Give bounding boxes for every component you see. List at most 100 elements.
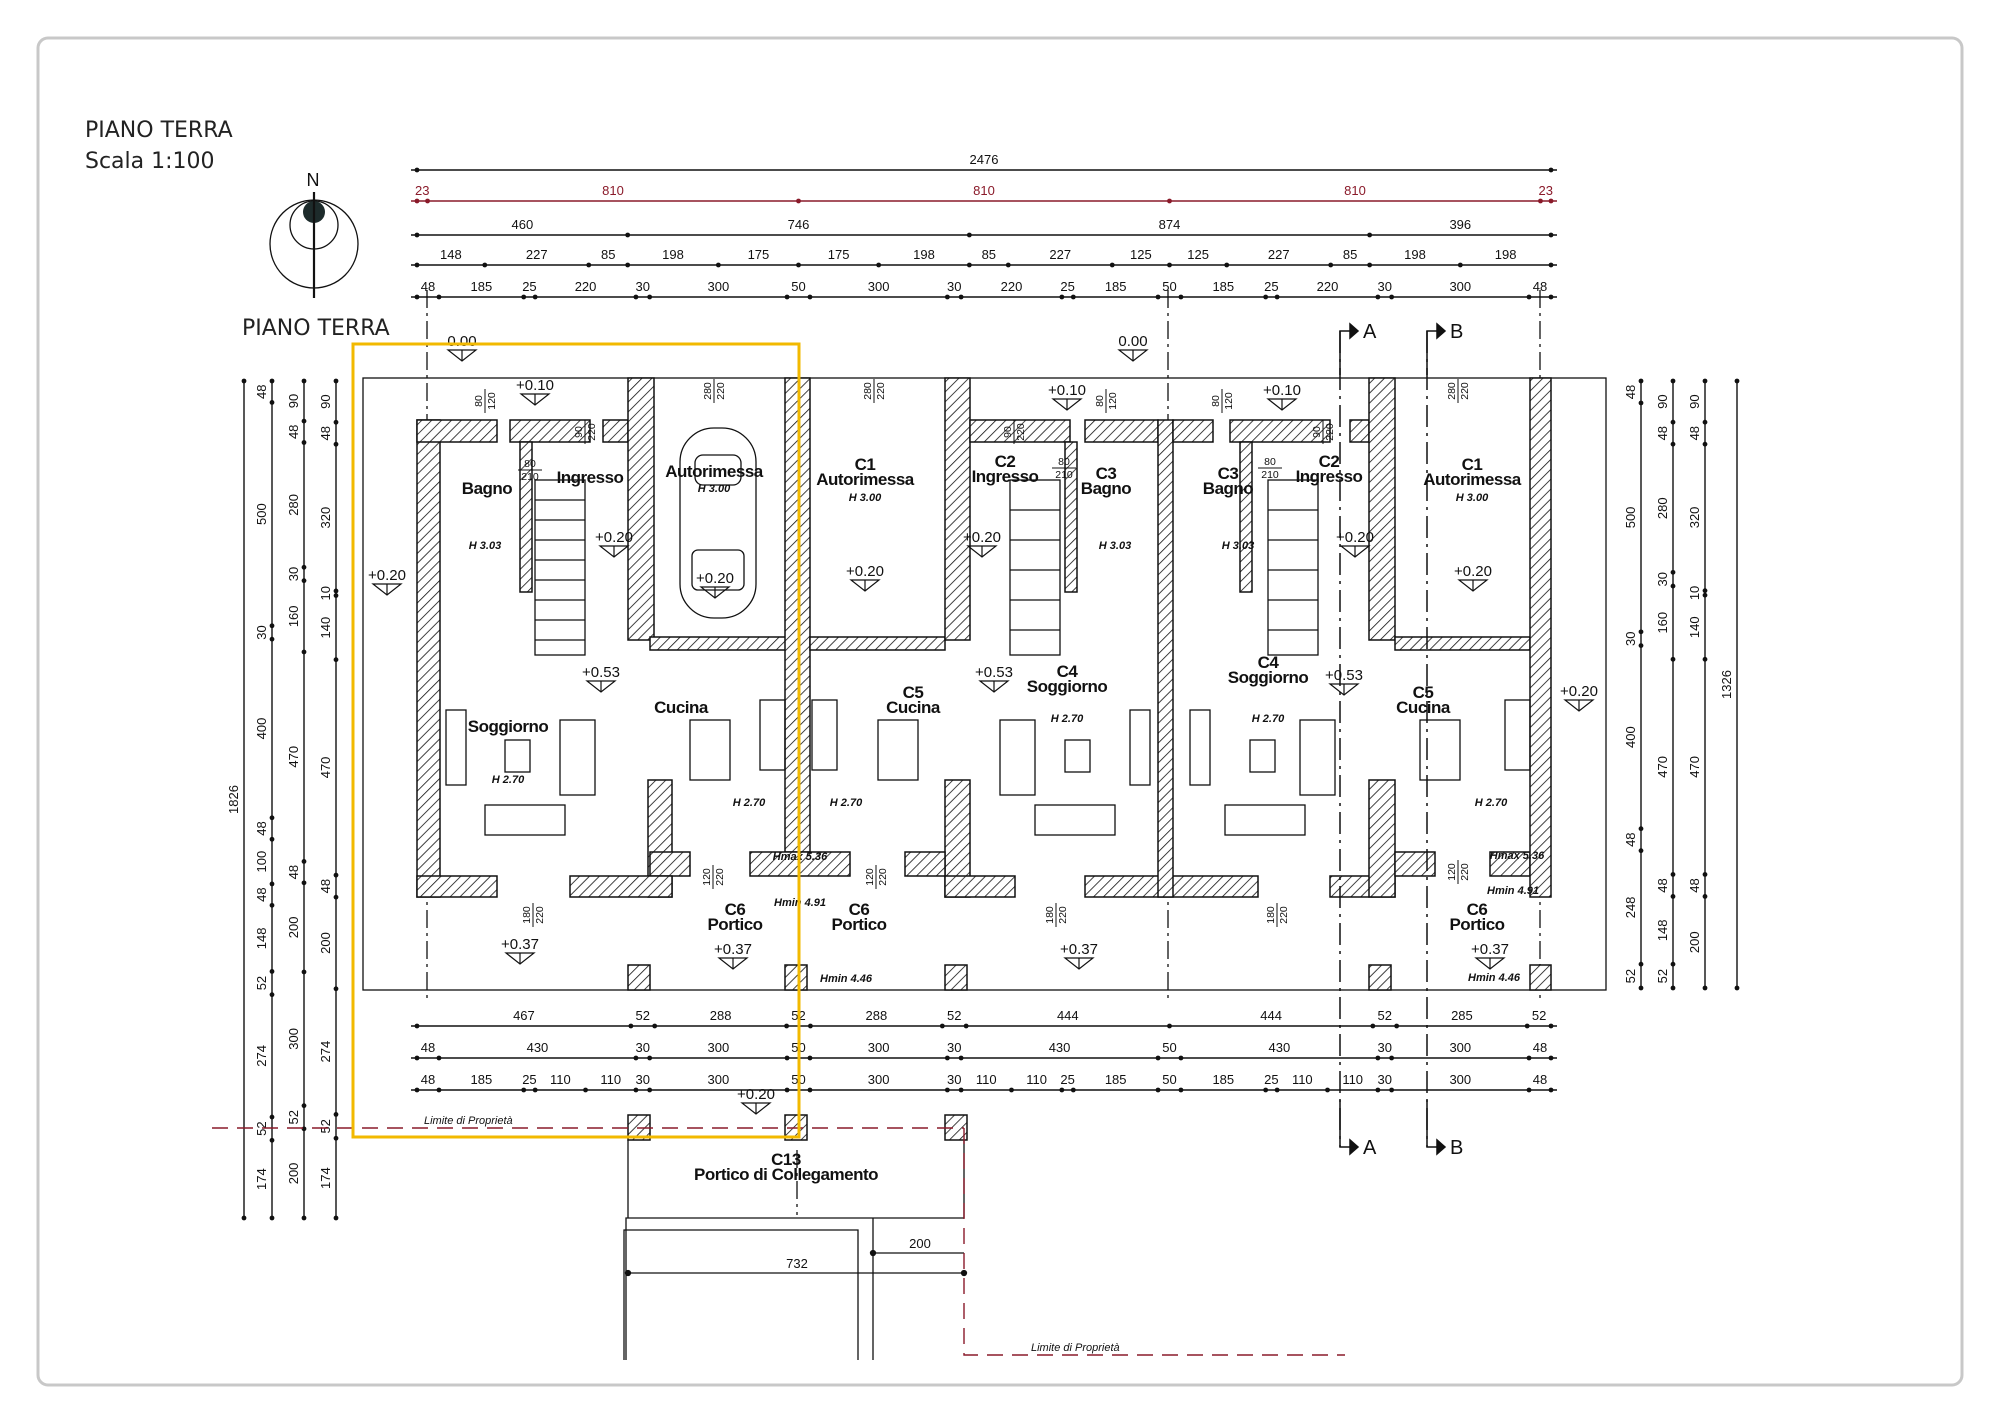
elevation-value: 0.00	[447, 333, 476, 350]
door-height: 220	[1459, 863, 1471, 881]
elevation-value: +0.53	[975, 664, 1013, 681]
dimension-value: 48	[1687, 878, 1702, 892]
dimension-value: 874	[1159, 217, 1181, 232]
elevation-triangle-icon	[1051, 398, 1083, 411]
dimension-value: 30	[1655, 572, 1670, 586]
room-code: C3	[1096, 464, 1117, 483]
dimension-value: 198	[662, 247, 684, 262]
dimension-value: 227	[1268, 247, 1290, 262]
compass-north-label: N	[307, 170, 320, 190]
door-height: 220	[1057, 906, 1069, 924]
portico-height: Hmin 4.46	[820, 973, 873, 985]
highlight-selection[interactable]	[351, 342, 801, 1139]
room-code: C6	[725, 900, 746, 919]
dimension-value: 198	[1404, 247, 1426, 262]
room-height: H 3.03	[1099, 540, 1131, 552]
elevation-value: +0.20	[696, 570, 734, 587]
door-width: 120	[1446, 863, 1458, 881]
elevation-value: +0.53	[582, 664, 620, 681]
dimension-value: 810	[602, 183, 624, 198]
dimension-value: 85	[982, 247, 996, 262]
dimension-value: 52	[286, 1110, 301, 1124]
dimension-value: 500	[254, 503, 269, 525]
elevation-triangle-icon	[966, 545, 998, 558]
room-name: Ingresso	[1296, 467, 1363, 486]
door-height: 120	[1223, 392, 1235, 410]
dimension-value: 227	[526, 247, 548, 262]
door-width: 80	[473, 395, 485, 407]
section-marker-a-top: A	[1363, 321, 1377, 343]
room-height: H 3.03	[1222, 540, 1254, 552]
elevation-marker: +0.53	[975, 664, 1013, 693]
dimension-value: 25	[1264, 1072, 1278, 1087]
dimension-value: 52	[947, 1008, 961, 1023]
dimension-value: 48	[286, 425, 301, 439]
door-width: 90	[1002, 426, 1014, 438]
room-name: Cucina	[654, 698, 709, 717]
door-height: 120	[486, 392, 498, 410]
dimension-value: 185	[1105, 279, 1127, 294]
room-name: Autorimessa	[816, 470, 915, 489]
dimension-value: 288	[710, 1008, 732, 1023]
room-name: Bagno	[1081, 479, 1132, 498]
dimension-value: 274	[318, 1041, 333, 1063]
dimension-value: 430	[527, 1040, 549, 1055]
dimension-value: 30	[947, 1072, 961, 1087]
elevation-triangle-icon	[519, 393, 551, 406]
lot-outline	[362, 377, 1607, 991]
elevation-triangle-icon	[1474, 957, 1506, 970]
dimension-value: 175	[828, 247, 850, 262]
elevation-triangle-icon	[371, 583, 403, 596]
elevation-triangle-icon	[978, 680, 1010, 693]
elevation-marker: +0.10	[516, 377, 554, 406]
elevation-marker: +0.20	[696, 570, 734, 599]
dimension-value: 10	[318, 586, 333, 600]
plan-scale: Scala 1:100	[85, 149, 215, 174]
elevation-triangle-icon	[504, 952, 536, 965]
elevation-value: +0.10	[1263, 382, 1301, 399]
elevation-marker: +0.20	[963, 529, 1001, 558]
elevation-triangle-icon	[1457, 579, 1489, 592]
door-height: 210	[1055, 469, 1073, 481]
dimension-value: 23	[1538, 183, 1552, 198]
car-icon	[679, 427, 757, 619]
portico-height: Hmax 5.36	[1490, 850, 1545, 862]
dimension-value: 48	[254, 384, 269, 398]
elevation-marker: +0.37	[714, 941, 752, 970]
dimension-value: 198	[1495, 247, 1517, 262]
dimension-value: 30	[636, 1072, 650, 1087]
section-marker-a-bottom: A	[1363, 1137, 1377, 1159]
dimension-value: 48	[421, 1040, 435, 1055]
dimension-value: 185	[1105, 1072, 1127, 1087]
elevation-triangle-icon	[598, 545, 630, 558]
elevation-marker: +0.10	[1263, 382, 1301, 411]
dimension-value: 400	[254, 718, 269, 740]
room-height: H 2.70	[733, 797, 766, 809]
door-width: 80	[1210, 395, 1222, 407]
door-height: 120	[1107, 392, 1119, 410]
dimension-value: 470	[1655, 756, 1670, 778]
elevation-triangle-icon	[717, 957, 749, 970]
